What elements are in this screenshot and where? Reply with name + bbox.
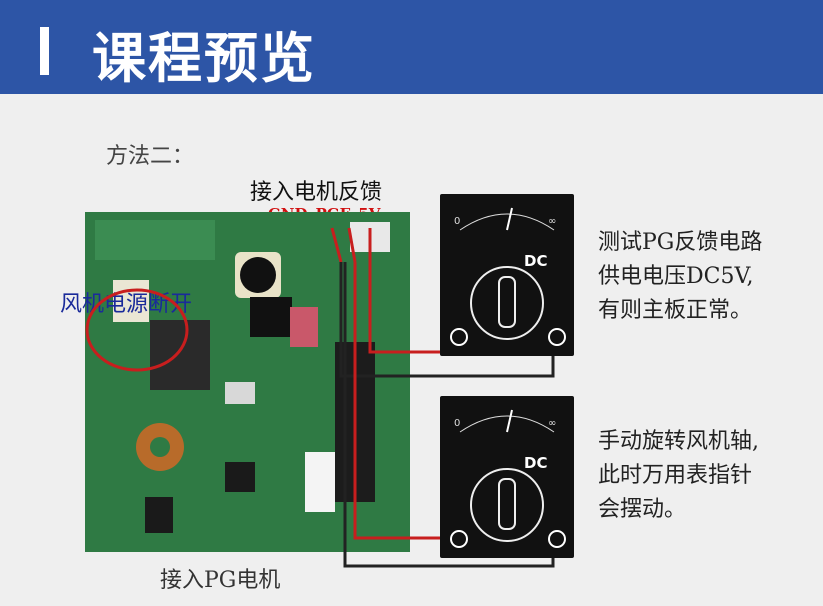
scale-max: ∞ [548, 216, 557, 227]
page-title: 课程预览 [92, 27, 316, 90]
method-label: 方法二： [106, 144, 195, 169]
dc-mode-label: DC [524, 454, 548, 472]
pg-motor-label: 接入PG电机 [160, 568, 281, 593]
multimeter-1: 0 ∞ DC [440, 194, 574, 356]
jack-right [548, 530, 566, 548]
jack-left [450, 530, 468, 548]
jack-left [450, 328, 468, 346]
header-accent [40, 27, 49, 75]
header-bar: 课程预览 [0, 0, 823, 94]
scale-max: ∞ [548, 418, 557, 429]
rotate-note-line: 手动旋转风机轴, [598, 429, 759, 454]
meter-scale [459, 409, 555, 433]
test-note-line: 测试PG反馈电路 [598, 230, 763, 255]
meter-scale [459, 207, 555, 231]
rotate-note-line: 此时万用表指针 [598, 463, 753, 488]
feedback-label: 接入电机反馈 [250, 180, 383, 205]
scale-min: 0 [454, 216, 461, 227]
multimeter-2: 0 ∞ DC [440, 396, 574, 558]
fan-power-label: 风机电源断开 [60, 292, 193, 317]
scale-min: 0 [454, 418, 461, 429]
meter-knob [470, 468, 544, 542]
dc-mode-label: DC [524, 252, 548, 270]
jack-right [548, 328, 566, 346]
test-note-line: 有则主板正常。 [598, 298, 753, 323]
test-note: 测试PG反馈电路 供电电压DC5V, 有则主板正常。 [598, 226, 762, 328]
test-note-line: 供电电压DC5V, [598, 264, 754, 289]
fan-connector-circle [85, 288, 189, 372]
rotate-note: 手动旋转风机轴, 此时万用表指针 会摆动。 [598, 425, 759, 527]
meter-knob [470, 266, 544, 340]
rotate-note-line: 会摆动。 [598, 497, 687, 522]
